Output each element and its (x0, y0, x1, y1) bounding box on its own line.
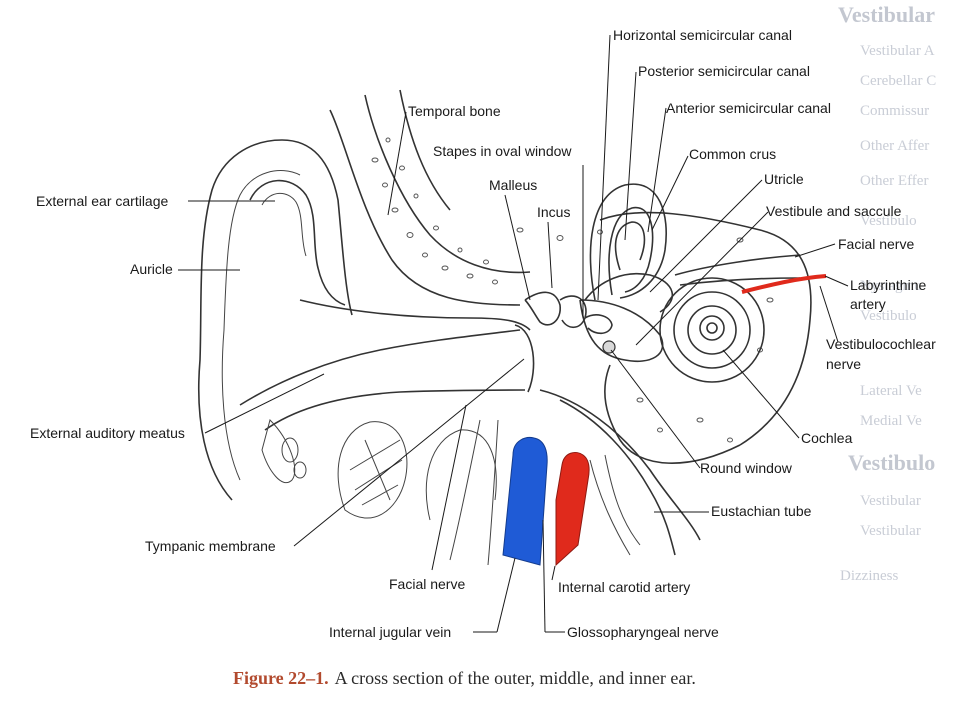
label-temporal-bone: Temporal bone (408, 103, 501, 119)
label-tympanic-membrane: Tympanic membrane (145, 538, 276, 554)
label-glossopharyngeal-nerve: Glossopharyngeal nerve (567, 624, 719, 640)
internal-carotid-artery-shape (555, 452, 590, 567)
label-labyrinthine: Labyrinthine (850, 277, 926, 293)
label-facial-nerve-right: Facial nerve (838, 236, 914, 252)
label-vestibulocochlear-nerve-line2: nerve (826, 356, 861, 372)
auditory-canal (239, 329, 521, 406)
label-labyrinthine-artery-line2: artery (850, 296, 886, 312)
label-cochlea: Cochlea (801, 430, 853, 446)
svg-text:Medial Ve: Medial Ve (860, 413, 922, 429)
label-external-auditory-meatus: External auditory meatus (30, 425, 185, 441)
anatomy-drawing (197, 89, 812, 566)
temporal-bone-band (329, 109, 521, 306)
eustachian-tube-shape (539, 389, 701, 541)
svg-text:Vestibular A: Vestibular A (860, 43, 935, 59)
label-common-crus: Common crus (689, 146, 776, 162)
svg-text:Other Affer: Other Affer (860, 138, 929, 154)
figure-caption-label: Figure 22–1. (233, 668, 329, 688)
mastoid-air-cells (261, 419, 307, 483)
label-round-window: Round window (700, 460, 793, 476)
background-bleed-text: Vestibular Vestibular A Cerebellar C Com… (838, 2, 936, 584)
figure-caption-text: A cross section of the outer, middle, an… (334, 668, 696, 688)
label-utricle: Utricle (764, 171, 804, 187)
label-external-ear-cartilage: External ear cartilage (36, 193, 169, 209)
labyrinthine-artery-shape (741, 274, 827, 294)
svg-text:Dizziness: Dizziness (840, 568, 898, 584)
tympanic-membrane-shape (514, 324, 535, 393)
label-eustachian-tube: Eustachian tube (711, 503, 812, 519)
svg-text:Cerebellar C: Cerebellar C (860, 73, 936, 89)
svg-text:Commissur: Commissur (860, 103, 929, 119)
auricle-outline (197, 139, 353, 501)
round-window-shape (602, 340, 616, 354)
label-facial-nerve-bottom: Facial nerve (389, 576, 465, 592)
leader-lines (178, 34, 849, 633)
svg-text:Vestibulo: Vestibulo (848, 450, 935, 475)
label-internal-jugular-vein: Internal jugular vein (329, 624, 451, 640)
cochlea-spiral (659, 277, 765, 383)
labels: Horizontal semicircular canal Posterior … (30, 27, 936, 640)
ear-cartilage-curl (249, 179, 346, 306)
svg-text:Other Effer: Other Effer (860, 173, 928, 189)
label-malleus: Malleus (489, 177, 537, 193)
label-posterior-semicircular-canal: Posterior semicircular canal (638, 63, 810, 79)
label-internal-carotid-artery: Internal carotid artery (558, 579, 690, 595)
svg-text:Vestibulo: Vestibulo (860, 308, 917, 324)
svg-text:Nystagmu: Nystagmu (860, 278, 922, 294)
svg-text:Vestibular: Vestibular (838, 2, 935, 27)
ossicles (524, 291, 613, 335)
soft-tissue-lobes (337, 421, 497, 521)
label-anterior-semicircular-canal: Anterior semicircular canal (666, 100, 831, 116)
label-stapes-in-oval-window: Stapes in oval window (433, 143, 572, 159)
label-auricle: Auricle (130, 261, 173, 277)
label-vestibule-and-saccule: Vestibule and saccule (766, 203, 902, 219)
label-incus: Incus (537, 204, 570, 220)
semicircular-canals (584, 183, 674, 313)
svg-text:Vestibular: Vestibular (860, 523, 921, 539)
svg-text:Vestibular: Vestibular (860, 493, 921, 509)
internal-jugular-vein-shape (502, 437, 548, 566)
label-horizontal-semicircular-canal: Horizontal semicircular canal (613, 27, 792, 43)
label-vestibulocochlear: Vestibulocochlear (826, 336, 936, 352)
svg-text:Lateral Ve: Lateral Ve (860, 383, 922, 399)
svg-text:Vestibulo: Vestibulo (860, 213, 917, 229)
figure-caption: Figure 22–1.A cross section of the outer… (233, 668, 696, 689)
